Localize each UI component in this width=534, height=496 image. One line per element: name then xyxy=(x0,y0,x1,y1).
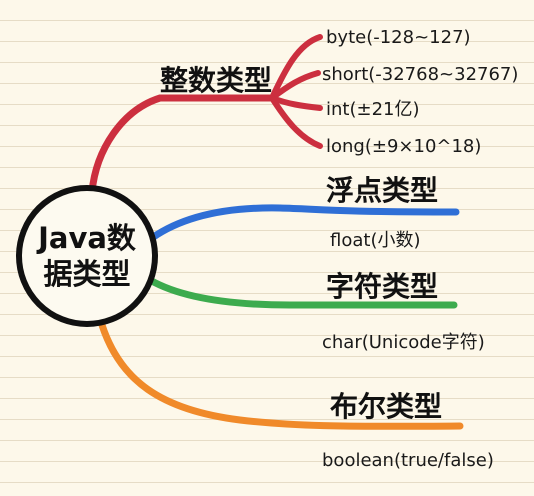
boolean-branch: 布尔类型 boolean(true/false) xyxy=(98,321,494,471)
leaf-short: short(-32768~32767) xyxy=(322,64,518,85)
integer-fork-short xyxy=(269,70,321,101)
category-label-boolean: 布尔类型 xyxy=(330,390,442,423)
center-node: Java数 据类型 xyxy=(16,185,158,327)
center-label-line1: Java数 xyxy=(36,221,137,255)
char-branch: 字符类型 char(Unicode字符) xyxy=(146,270,485,353)
leaf-int: int(±21亿) xyxy=(326,99,420,120)
leaf-byte: byte(-128~127) xyxy=(326,27,471,48)
category-label-float: 浮点类型 xyxy=(326,174,438,207)
leaf-float: float(小数) xyxy=(330,230,420,251)
integer-branch: 整数类型 byte(-128~127) short(-32768~32767) … xyxy=(88,27,518,196)
leaf-boolean: boolean(true/false) xyxy=(322,450,494,471)
integer-fork-long xyxy=(269,95,323,149)
leaf-char: char(Unicode字符) xyxy=(322,332,485,353)
float-branch: 浮点类型 float(小数) xyxy=(148,174,460,251)
boolean-connector-line xyxy=(98,321,464,430)
leaf-long: long(±9×10^18) xyxy=(326,136,481,157)
integer-fork-byte xyxy=(269,34,323,101)
char-connector-line xyxy=(146,276,458,309)
center-circle xyxy=(16,185,158,327)
center-label-line2: 据类型 xyxy=(43,257,130,291)
category-label-integer: 整数类型 xyxy=(160,64,272,97)
category-label-char: 字符类型 xyxy=(326,270,438,303)
float-connector-line xyxy=(148,204,460,242)
integer-connector-line xyxy=(88,94,276,196)
